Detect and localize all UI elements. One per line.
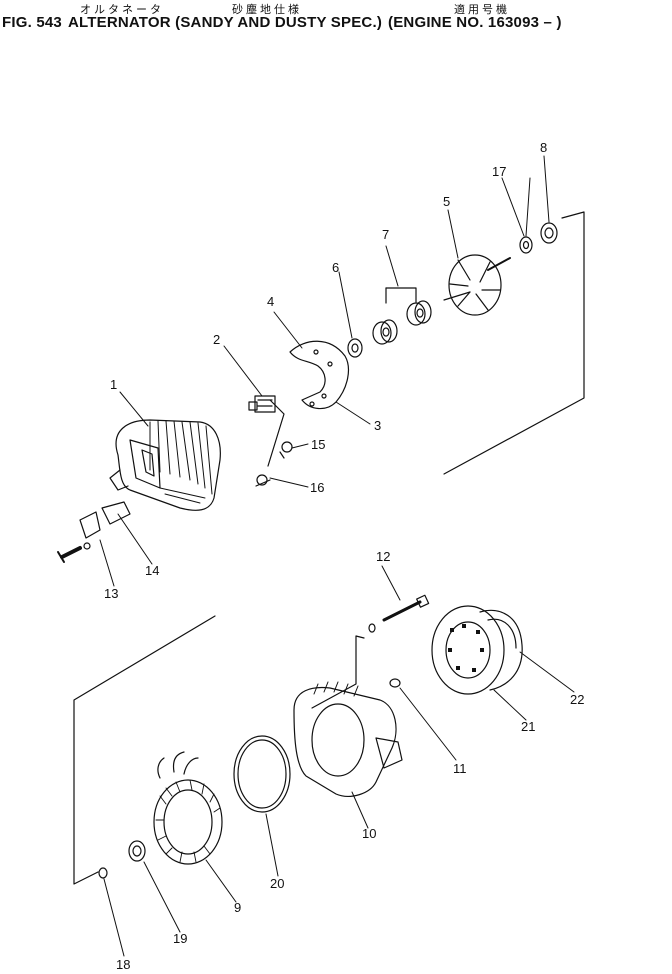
callout-10: 10 — [362, 826, 376, 841]
part-7-collars — [372, 300, 432, 345]
part-15-16-terminals — [255, 441, 293, 487]
jp-spec: 砂塵地仕様 — [232, 3, 302, 16]
part-17-washer — [519, 236, 533, 254]
leader-lines — [99, 155, 575, 957]
callout-4: 4 — [267, 294, 274, 309]
fig-number: FIG. 543 — [2, 14, 62, 31]
part-1-rear-housing — [109, 419, 221, 511]
part-3-4-cover — [289, 340, 349, 410]
part-11-nut — [389, 678, 401, 688]
callout-19: 19 — [173, 931, 187, 946]
part-21-22-pulley — [431, 605, 523, 695]
part-10-front-housing — [293, 681, 403, 797]
part-13-14-bolt-plates — [57, 501, 131, 563]
callout-9: 9 — [234, 900, 241, 915]
part-2-brush-holder — [248, 395, 276, 413]
part-18-ring — [98, 867, 108, 879]
japanese-header: オルタネータ 砂塵地仕様 適用号機 — [0, 0, 672, 16]
callout-12: 12 — [376, 549, 390, 564]
callout-labels: 1 2 3 4 5 6 7 8 9 10 11 12 13 14 15 16 1… — [104, 140, 584, 972]
callout-17: 17 — [492, 164, 506, 179]
callout-14: 14 — [145, 563, 159, 578]
callout-8: 8 — [540, 140, 547, 155]
part-6-bearing — [347, 338, 363, 358]
callout-20: 20 — [270, 876, 284, 891]
callout-22: 22 — [570, 692, 584, 707]
callout-13: 13 — [104, 586, 118, 601]
callout-6: 6 — [332, 260, 339, 275]
part-12-bolt — [368, 594, 430, 633]
part-19-bearing — [128, 840, 146, 862]
callout-5: 5 — [443, 194, 450, 209]
title-text: ALTERNATOR (SANDY AND DUSTY SPEC.) — [67, 14, 383, 31]
part-9-stator — [153, 751, 223, 865]
callout-18: 18 — [116, 957, 130, 972]
callout-3: 3 — [374, 418, 381, 433]
callout-16: 16 — [310, 480, 324, 495]
figure-title: FIG. 543 ALTERNATOR (SANDY AND DUSTY SPEC… — [2, 14, 670, 31]
part-20-ring — [233, 735, 291, 813]
callout-21: 21 — [521, 719, 535, 734]
callout-15: 15 — [311, 437, 325, 452]
jp-applicable: 適用号機 — [454, 3, 510, 16]
callout-7: 7 — [382, 227, 389, 242]
part-5-fan — [443, 254, 511, 316]
jp-title: オルタネータ — [80, 3, 164, 16]
callout-11: 11 — [453, 761, 467, 776]
part-8-bearing — [540, 222, 558, 244]
callout-1: 1 — [110, 377, 117, 392]
engine-range: (ENGINE NO. 163093 – ) — [388, 14, 562, 31]
assembly-lines — [73, 211, 585, 885]
callout-2: 2 — [213, 332, 220, 347]
